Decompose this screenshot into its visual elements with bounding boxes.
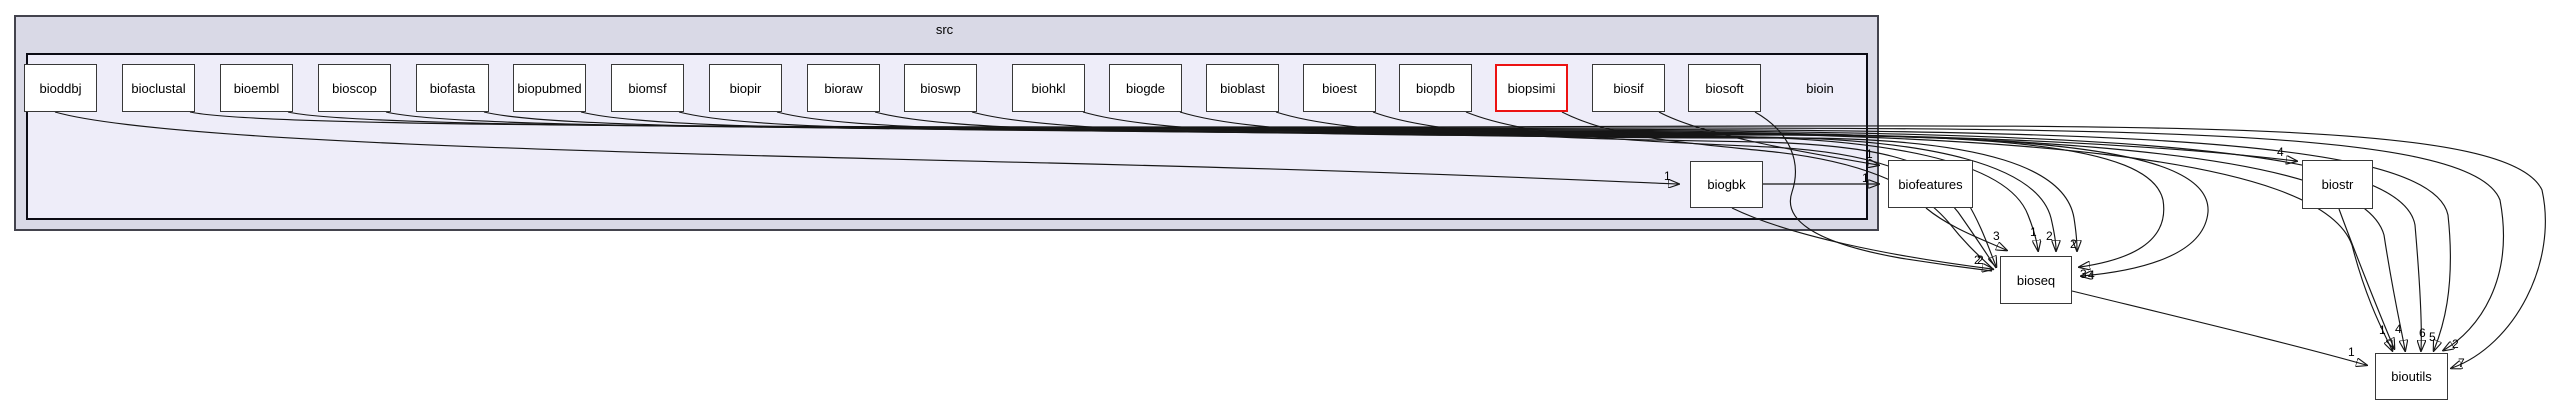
- dir-node-biopir[interactable]: biopir: [709, 64, 782, 112]
- edge-label-el-utl-7[interactable]: 7: [2458, 356, 2465, 370]
- edge-label-el-seq-t3[interactable]: 3: [1993, 229, 2000, 243]
- dir-node-bioscop[interactable]: bioscop: [318, 64, 391, 112]
- dir-node-biosif[interactable]: biosif: [1592, 64, 1665, 112]
- dir-node-biosoft[interactable]: biosoft: [1688, 64, 1761, 112]
- edge-label-el-utl-5[interactable]: 5: [2429, 330, 2436, 344]
- dir-node-bioswp[interactable]: bioswp: [904, 64, 977, 112]
- dir-node-biopubmed[interactable]: biopubmed: [513, 64, 586, 112]
- edge-label-el-feat-1[interactable]: 1: [1866, 147, 1873, 161]
- edge-label-el-seq-t2b[interactable]: 2: [2070, 237, 2077, 251]
- edge-label-el-seq-r4[interactable]: 4: [2088, 268, 2095, 282]
- edge-label-el-utl-2[interactable]: 2: [2452, 337, 2459, 351]
- node-biofeatures[interactable]: biofeatures: [1888, 160, 1973, 208]
- dir-node-biopdb[interactable]: biopdb: [1399, 64, 1472, 112]
- dir-node-bioddbj[interactable]: bioddbj: [24, 64, 97, 112]
- dir-node-biohkl[interactable]: biohkl: [1012, 64, 1085, 112]
- dir-node-bioembl[interactable]: bioembl: [220, 64, 293, 112]
- edge-label-el-utl-1[interactable]: 1: [2379, 323, 2386, 337]
- node-biostr[interactable]: biostr: [2302, 160, 2373, 209]
- dir-node-bioest[interactable]: bioest: [1303, 64, 1376, 112]
- dir-node-biofasta[interactable]: biofasta: [416, 64, 489, 112]
- edge-curves: [54, 111, 2546, 368]
- dir-node-biopsimi[interactable]: biopsimi: [1495, 64, 1568, 112]
- dir-node-bioblast[interactable]: bioblast: [1206, 64, 1279, 112]
- edge-label-el-gbk-in[interactable]: 1: [1664, 169, 1671, 183]
- dir-node-biomsf[interactable]: biomsf: [611, 64, 684, 112]
- edge-label-el-seq-l2a[interactable]: 2: [1974, 253, 1981, 267]
- edge-label-el-seq-l2b[interactable]: 2: [1977, 253, 1984, 267]
- cluster-bioin-label[interactable]: bioin: [1806, 81, 1834, 96]
- dir-node-biogde[interactable]: biogde: [1109, 64, 1182, 112]
- edge-label-el-seq-r3[interactable]: 3: [2080, 267, 2087, 281]
- edge-label-el-seq-t2a[interactable]: 2: [2046, 229, 2053, 243]
- edge-label-el-utl-l1[interactable]: 1: [2348, 345, 2355, 359]
- edge-label-el-utl-4[interactable]: 4: [2395, 322, 2402, 336]
- node-bioseq[interactable]: bioseq: [2000, 256, 2072, 304]
- edge-label-el-utl-6[interactable]: 6: [2419, 326, 2426, 340]
- node-bioutils[interactable]: bioutils: [2375, 353, 2448, 400]
- edge-label-el-seq-t1[interactable]: 1: [2030, 225, 2037, 239]
- dir-node-bioclustal[interactable]: bioclustal: [122, 64, 195, 112]
- dir-node-bioraw[interactable]: bioraw: [807, 64, 880, 112]
- edge-label-el-str[interactable]: 4: [2277, 145, 2284, 159]
- cluster-src-label[interactable]: src: [935, 22, 954, 37]
- node-biogbk[interactable]: biogbk: [1690, 161, 1763, 208]
- edge-label-el-feat-2[interactable]: 1: [1862, 171, 1869, 185]
